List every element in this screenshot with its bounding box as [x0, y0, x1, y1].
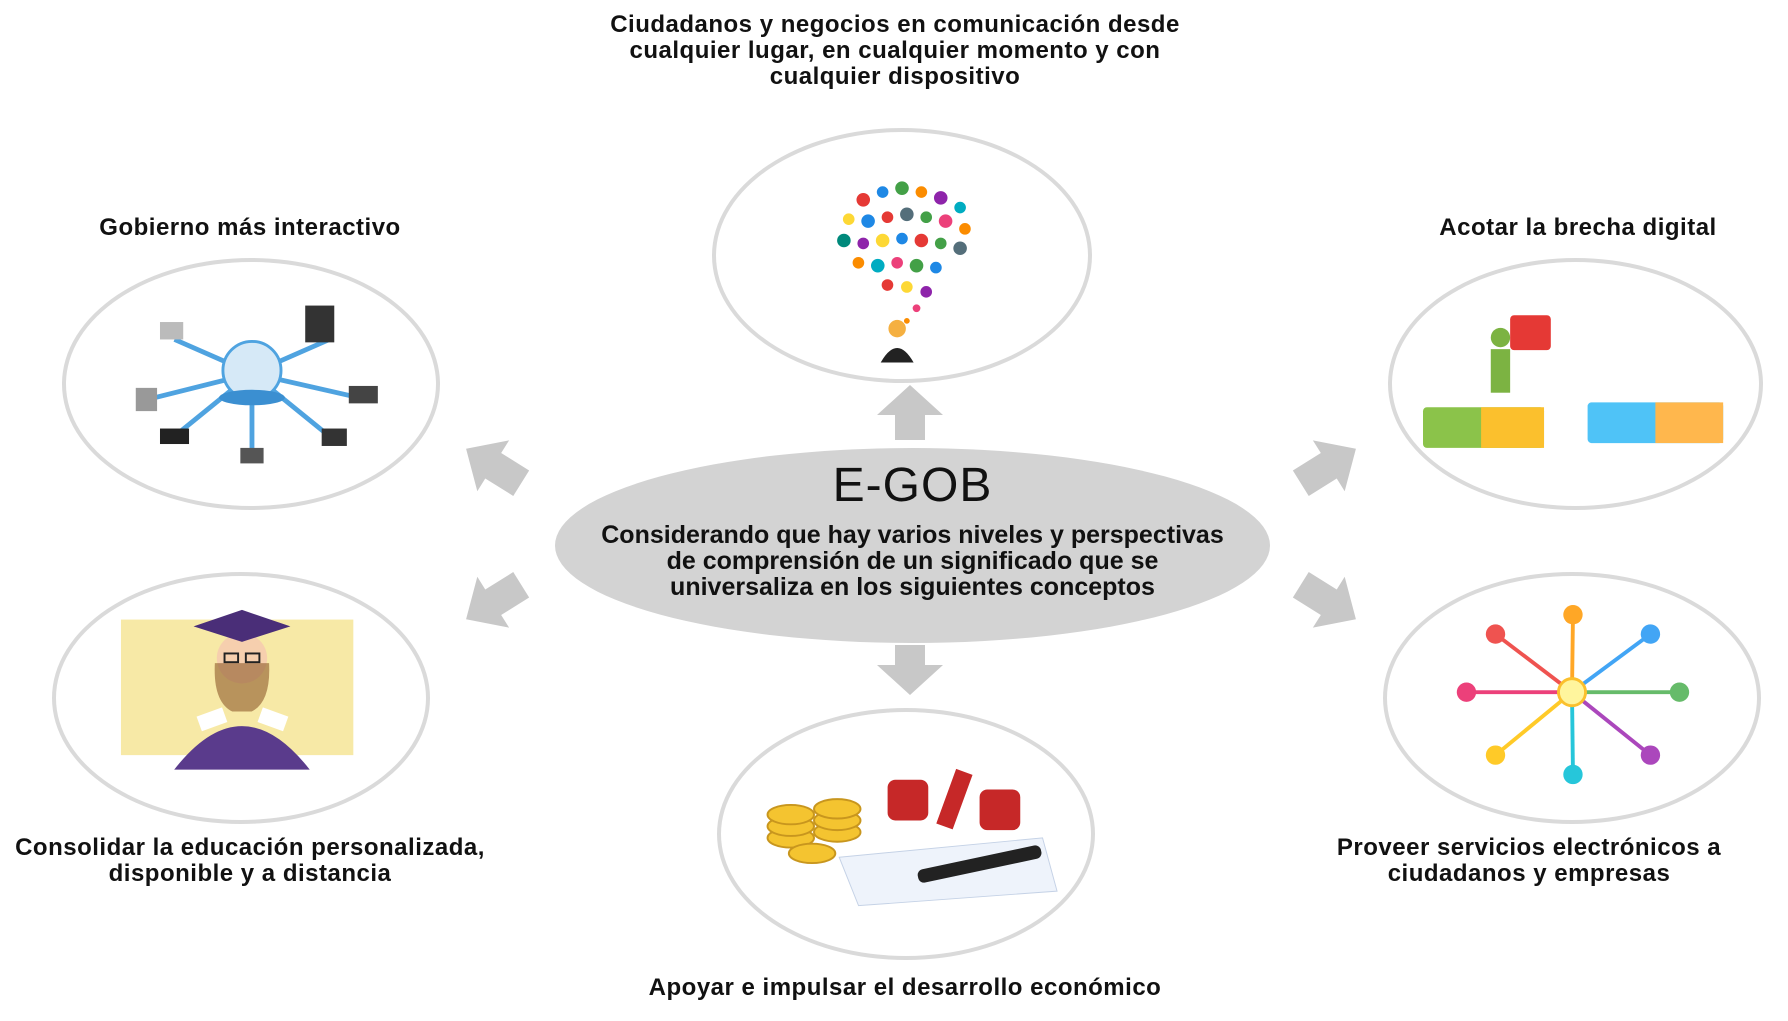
economy-icon [766, 768, 1058, 907]
label-top: Ciudadanos y negocios en comunicación de… [610, 11, 1180, 90]
arrow-upper-left [466, 440, 530, 496]
label-bottom-left: Consolidar la educación personalizada, d… [15, 834, 485, 887]
circle-top-right [1388, 258, 1763, 510]
network-icon [135, 305, 378, 464]
arrow-lower-right [1292, 572, 1356, 628]
label-bottom: Apoyar e impulsar el desarrollo económic… [648, 974, 1162, 1001]
arrow-down [877, 645, 943, 695]
arrow-upper-right [1292, 440, 1356, 496]
center-description: Considerando que hay varios niveles y pe… [601, 521, 1224, 601]
center-ellipse [555, 448, 1270, 643]
communication-icon-cloud [837, 181, 971, 363]
circle-bottom-right [1383, 572, 1761, 824]
circle-top-left [62, 258, 440, 510]
circle-bottom [717, 708, 1095, 960]
label-top-right: Acotar la brecha digital [1439, 214, 1717, 241]
circle-bottom-left [52, 572, 430, 824]
services-icon [1456, 605, 1690, 785]
label-top-left: Gobierno más interactivo [99, 214, 401, 241]
puzzle-icon [1423, 315, 1724, 448]
graduate-icon [120, 609, 354, 770]
arrow-lower-left [466, 572, 530, 628]
circle-top [712, 128, 1092, 383]
arrow-up [877, 385, 943, 440]
center-title: E-GOB [832, 459, 993, 512]
label-bottom-right: Proveer servicios electrónicos a ciudada… [1336, 834, 1722, 887]
